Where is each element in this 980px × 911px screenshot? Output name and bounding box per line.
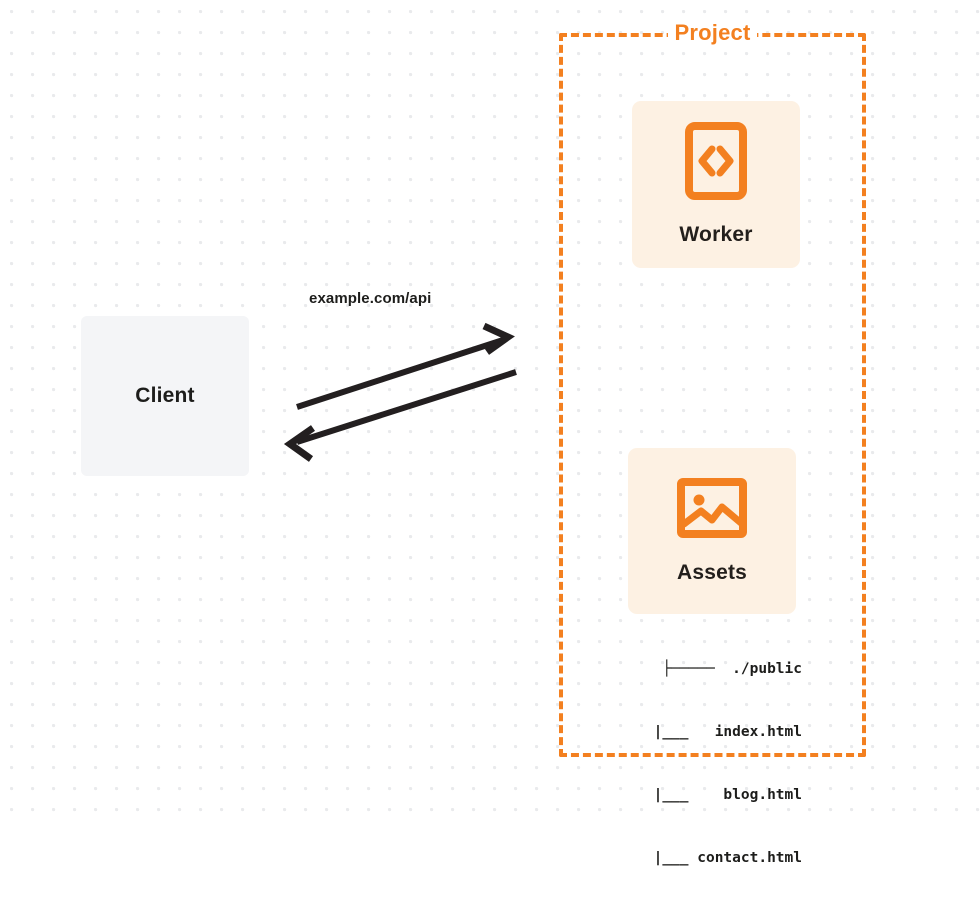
diagram-canvas: Client example.com/api Project Worker bbox=[0, 0, 980, 866]
code-brackets-icon bbox=[685, 122, 747, 205]
client-node-label: Client bbox=[135, 384, 195, 407]
request-arrow-head bbox=[482, 322, 515, 355]
worker-node[interactable]: Worker bbox=[632, 101, 800, 268]
assets-node-label: Assets bbox=[676, 560, 748, 584]
file-tree-row: |___ blog.html bbox=[609, 787, 802, 803]
project-group: Project bbox=[559, 20, 866, 757]
response-arrow-shaft bbox=[296, 369, 517, 445]
file-tree-row: |___ contact.html bbox=[609, 850, 802, 866]
assets-file-tree: ├───── ./public |___ index.html |___ blo… bbox=[600, 617, 802, 911]
client-node[interactable]: Client bbox=[81, 316, 249, 476]
file-tree-row: ├───── ./public bbox=[662, 661, 802, 677]
worker-node-label: Worker bbox=[679, 223, 753, 246]
request-arrow-shaft bbox=[296, 337, 504, 410]
file-tree-row: |___ index.html bbox=[609, 724, 802, 740]
image-icon bbox=[677, 477, 747, 543]
project-group-title: Project bbox=[667, 20, 758, 46]
connection-label: example.com/api bbox=[309, 290, 432, 307]
response-arrow-head bbox=[283, 425, 315, 462]
assets-node[interactable]: Assets bbox=[628, 448, 796, 614]
